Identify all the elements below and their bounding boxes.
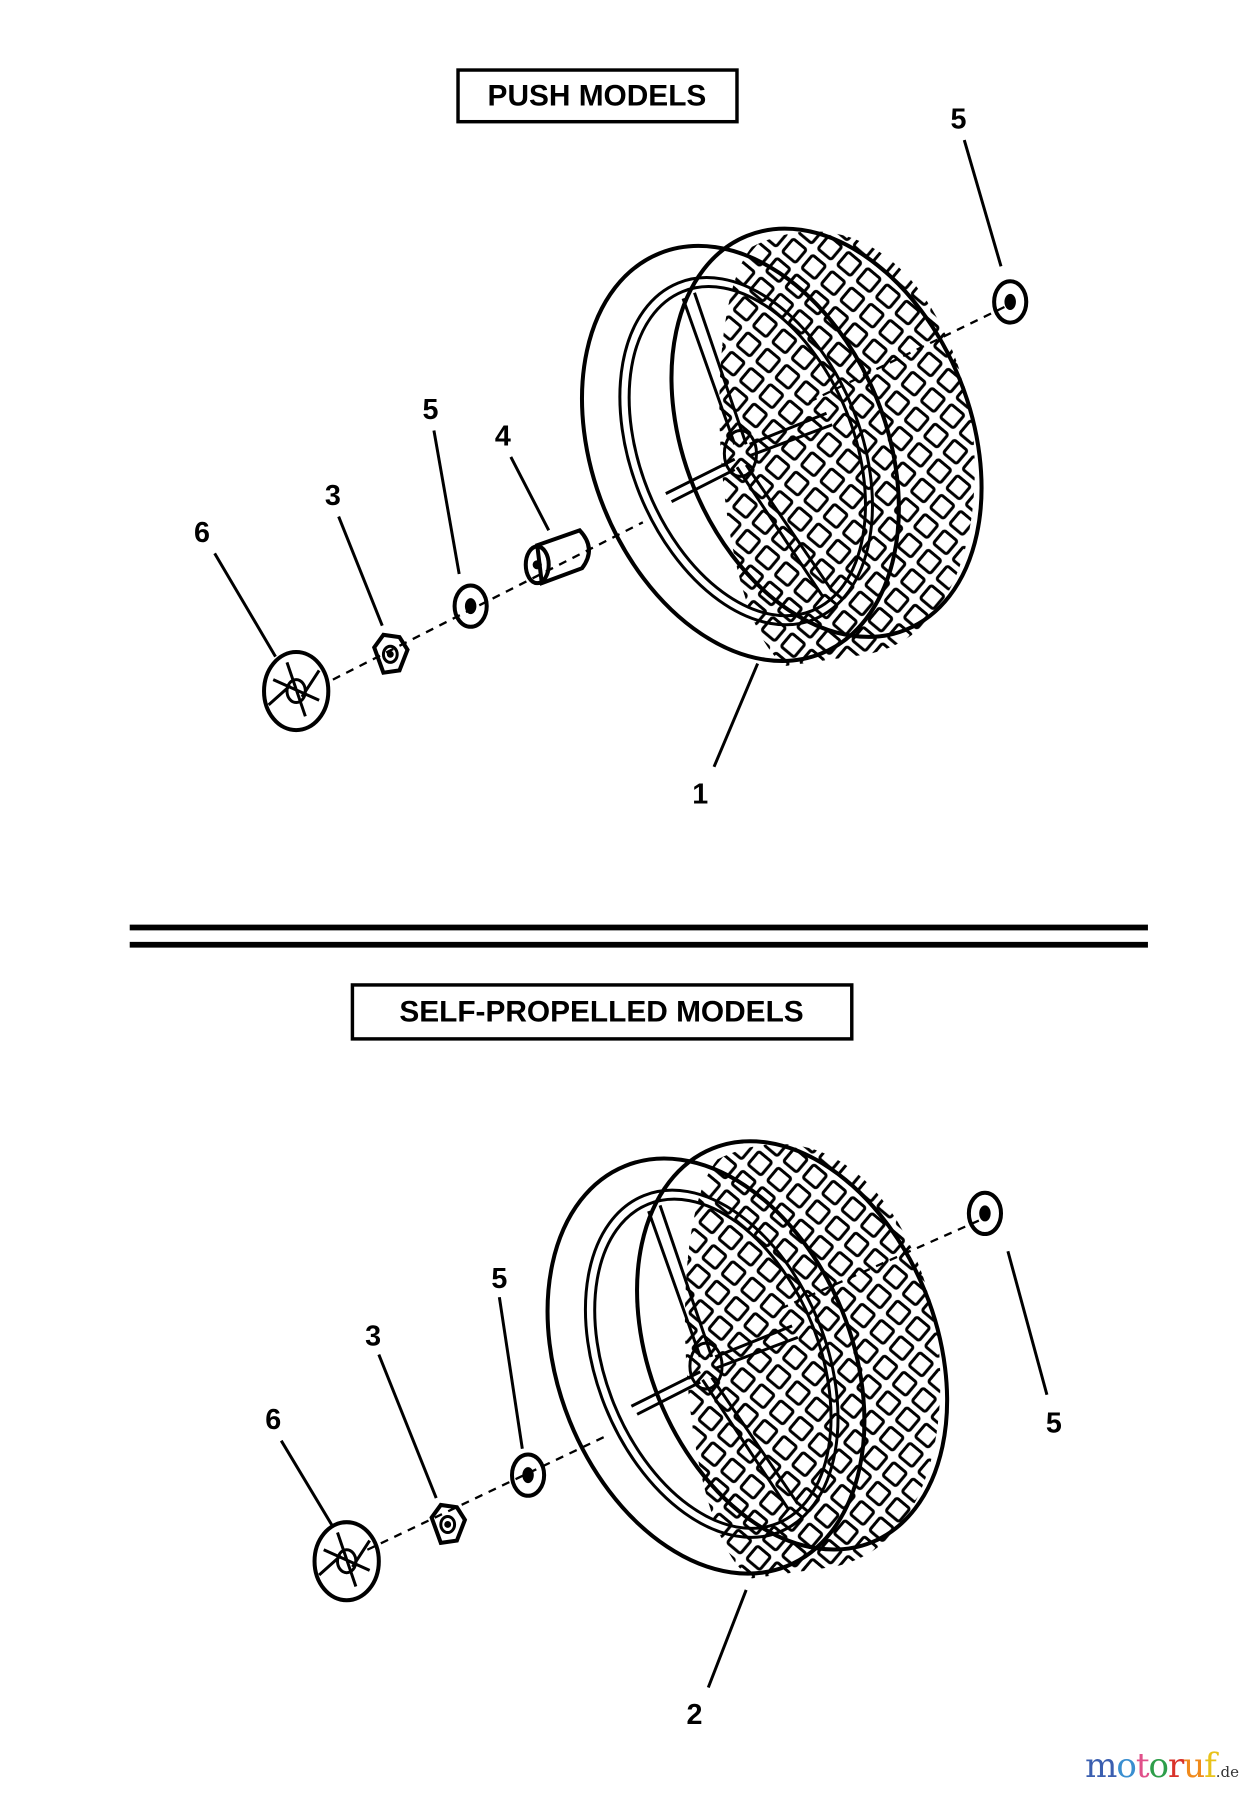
wheel-self-propelled (489, 1095, 1005, 1621)
callout-5: 5 (491, 1263, 507, 1295)
callout-4: 4 (495, 420, 511, 452)
hub-cap (264, 652, 328, 730)
svg-text:SELF-PROPELLED MODELS: SELF-PROPELLED MODELS (399, 996, 803, 1029)
callout-3: 3 (325, 480, 341, 512)
hub-cap (315, 1522, 379, 1600)
callout-6: 6 (265, 1404, 281, 1436)
push-models-title: PUSH MODELS (456, 68, 739, 124)
callout-5: 5 (422, 394, 438, 426)
callout-3: 3 (365, 1320, 381, 1352)
self-propelled-models-title: SELF-PROPELLED MODELS (350, 983, 854, 1041)
callout-6: 6 (194, 517, 210, 549)
bushing (523, 528, 591, 586)
washer (969, 1193, 1001, 1234)
callout-1: 1 (692, 779, 708, 811)
wheel-push (523, 182, 1039, 708)
callout-2: 2 (687, 1699, 703, 1731)
callout-5: 5 (951, 104, 967, 136)
svg-text:PUSH MODELS: PUSH MODELS (488, 80, 707, 113)
washer (994, 281, 1026, 322)
nut (374, 635, 407, 673)
callout-5: 5 (1046, 1408, 1062, 1440)
washer (455, 585, 487, 626)
watermark-logo: motoruf.de (1085, 1746, 1239, 1786)
washer (512, 1454, 544, 1495)
